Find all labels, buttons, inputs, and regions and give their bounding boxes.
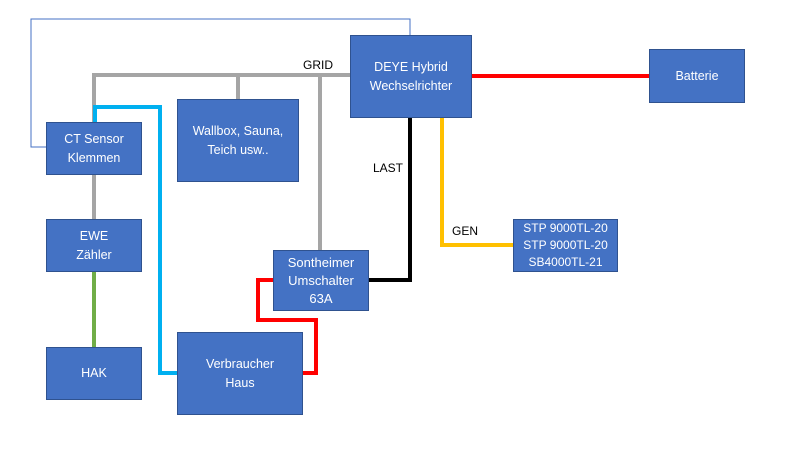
hak-node: HAK — [46, 347, 142, 400]
ct-sensor-wire — [30, 18, 411, 148]
inverter-node: DEYE Hybrid Wechselrichter — [350, 35, 472, 118]
meter-node: EWE Zähler — [46, 219, 142, 272]
gen-label: GEN — [452, 224, 479, 238]
grid-label: GRID — [303, 58, 333, 72]
ct-consumer-wire — [93, 105, 177, 375]
switch-node: Sontheimer Umschalter 63A — [273, 250, 369, 311]
ct-sensor-node: CT Sensor Klemmen — [46, 122, 142, 175]
switch-consumer-wire — [256, 278, 318, 375]
consumer-node: Verbraucher Haus — [177, 332, 303, 415]
last-label: LAST — [373, 161, 404, 175]
gen-wire — [440, 117, 513, 247]
load-wire — [368, 117, 412, 282]
pv-inverters-node: STP 9000TL-20 STP 9000TL-20 SB4000TL-21 — [513, 219, 618, 272]
wallbox-node: Wallbox, Sauna, Teich usw.. — [177, 99, 299, 182]
battery-node: Batterie — [649, 49, 745, 103]
